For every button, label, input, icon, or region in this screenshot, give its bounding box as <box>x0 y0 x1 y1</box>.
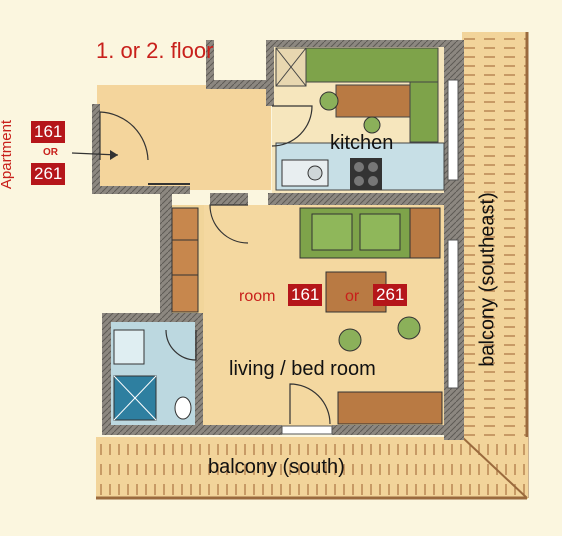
stove-icon <box>350 158 382 190</box>
entry-door <box>99 111 149 161</box>
balcony-southeast <box>462 32 527 497</box>
entry-floor <box>97 85 271 190</box>
room-or-label: or <box>345 288 360 305</box>
kitchen-table <box>335 84 411 118</box>
floor-label: 1. or 2. floor <box>96 38 214 63</box>
balcony-south-label: balcony (south) <box>208 456 345 478</box>
washbasin <box>113 329 145 365</box>
apartment-label: Apartment <box>0 119 16 190</box>
kitchen-label: kitchen <box>330 132 394 154</box>
room-number-badge-alt: 261 <box>373 284 408 306</box>
kitchen-bench <box>305 47 439 83</box>
apartment-number-badge-alt: 261 <box>31 163 66 185</box>
wardrobe <box>171 207 199 313</box>
balcony-southeast-label: balcony (southeast) <box>476 192 499 367</box>
apartment-or-label: OR <box>43 147 58 158</box>
bed <box>337 391 443 425</box>
room-prefix-label: room <box>239 288 276 305</box>
apartment-number-badge: 161 <box>31 121 66 143</box>
living-room-label: living / bed room <box>229 358 376 380</box>
toilet <box>174 396 192 420</box>
balcony-south <box>96 437 528 499</box>
room-number-badge: 161 <box>288 284 323 306</box>
